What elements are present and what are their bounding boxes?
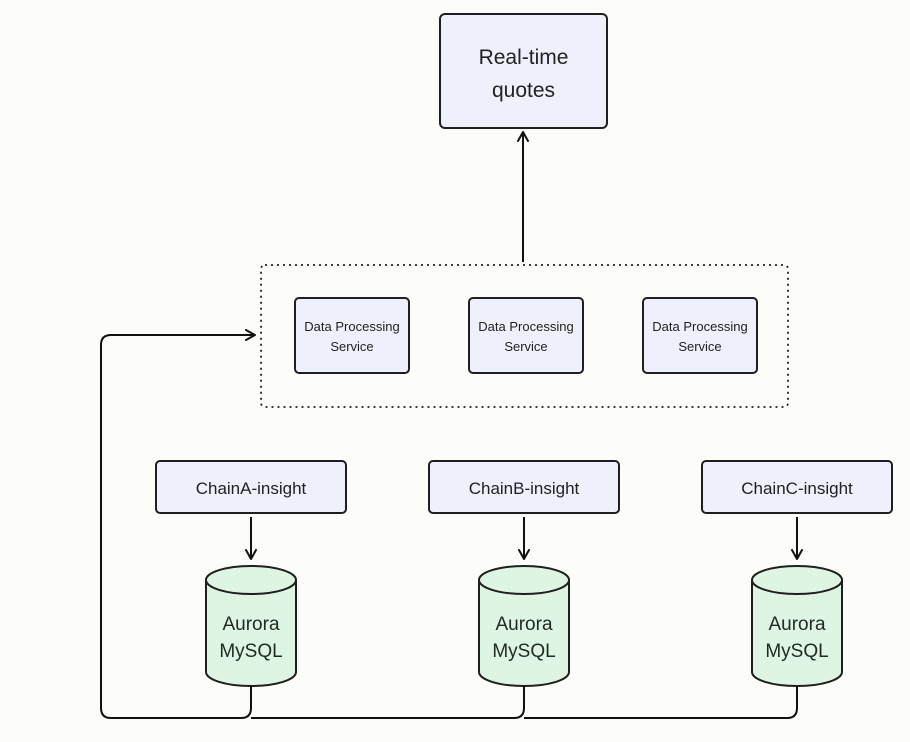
chain-b-insight-node: ChainB-insight — [428, 460, 620, 514]
aurora-mysql-db-a-line2: MySQL — [219, 641, 282, 662]
aurora-mysql-db-c: Aurora MySQL — [751, 565, 843, 687]
data-processing-service-2-line2: Service — [504, 339, 547, 354]
feedback-arrow-to-services — [100, 329, 256, 719]
chain-b-insight-label: ChainB-insight — [469, 479, 580, 498]
real-time-quotes-label-line2: quotes — [492, 79, 555, 102]
aurora-mysql-db-a-line1: Aurora — [222, 614, 279, 635]
data-processing-service-3-line1: Data Processing — [652, 319, 747, 334]
aurora-mysql-db-c-line2: MySQL — [765, 641, 828, 662]
real-time-quotes-node: Real-time quotes — [439, 13, 608, 129]
data-processing-service-3: Data Processing Service — [642, 297, 758, 374]
chain-c-insight-node: ChainC-insight — [701, 460, 893, 514]
data-processing-service-1-line2: Service — [330, 339, 373, 354]
processing-services-group — [260, 264, 789, 408]
data-processing-service-2-line1: Data Processing — [478, 319, 573, 334]
real-time-quotes-label-line1: Real-time — [479, 46, 569, 69]
aurora-mysql-db-b-line1: Aurora — [495, 614, 552, 635]
chain-a-insight-label: ChainA-insight — [196, 479, 307, 498]
aurora-mysql-db-c-line1: Aurora — [768, 614, 825, 635]
chain-c-insight-label: ChainC-insight — [741, 479, 853, 498]
data-processing-service-2: Data Processing Service — [468, 297, 584, 374]
feedback-connector-db-b — [251, 686, 525, 719]
aurora-mysql-db-b: Aurora MySQL — [478, 565, 570, 687]
data-processing-service-1: Data Processing Service — [294, 297, 410, 374]
data-processing-service-3-line2: Service — [678, 339, 721, 354]
data-processing-service-1-line1: Data Processing — [304, 319, 399, 334]
aurora-mysql-db-b-line2: MySQL — [492, 641, 555, 662]
feedback-connector-db-c — [524, 686, 798, 719]
feedback-connector-db-a — [111, 686, 252, 719]
chain-a-insight-node: ChainA-insight — [155, 460, 347, 514]
aurora-mysql-db-a: Aurora MySQL — [205, 565, 297, 687]
